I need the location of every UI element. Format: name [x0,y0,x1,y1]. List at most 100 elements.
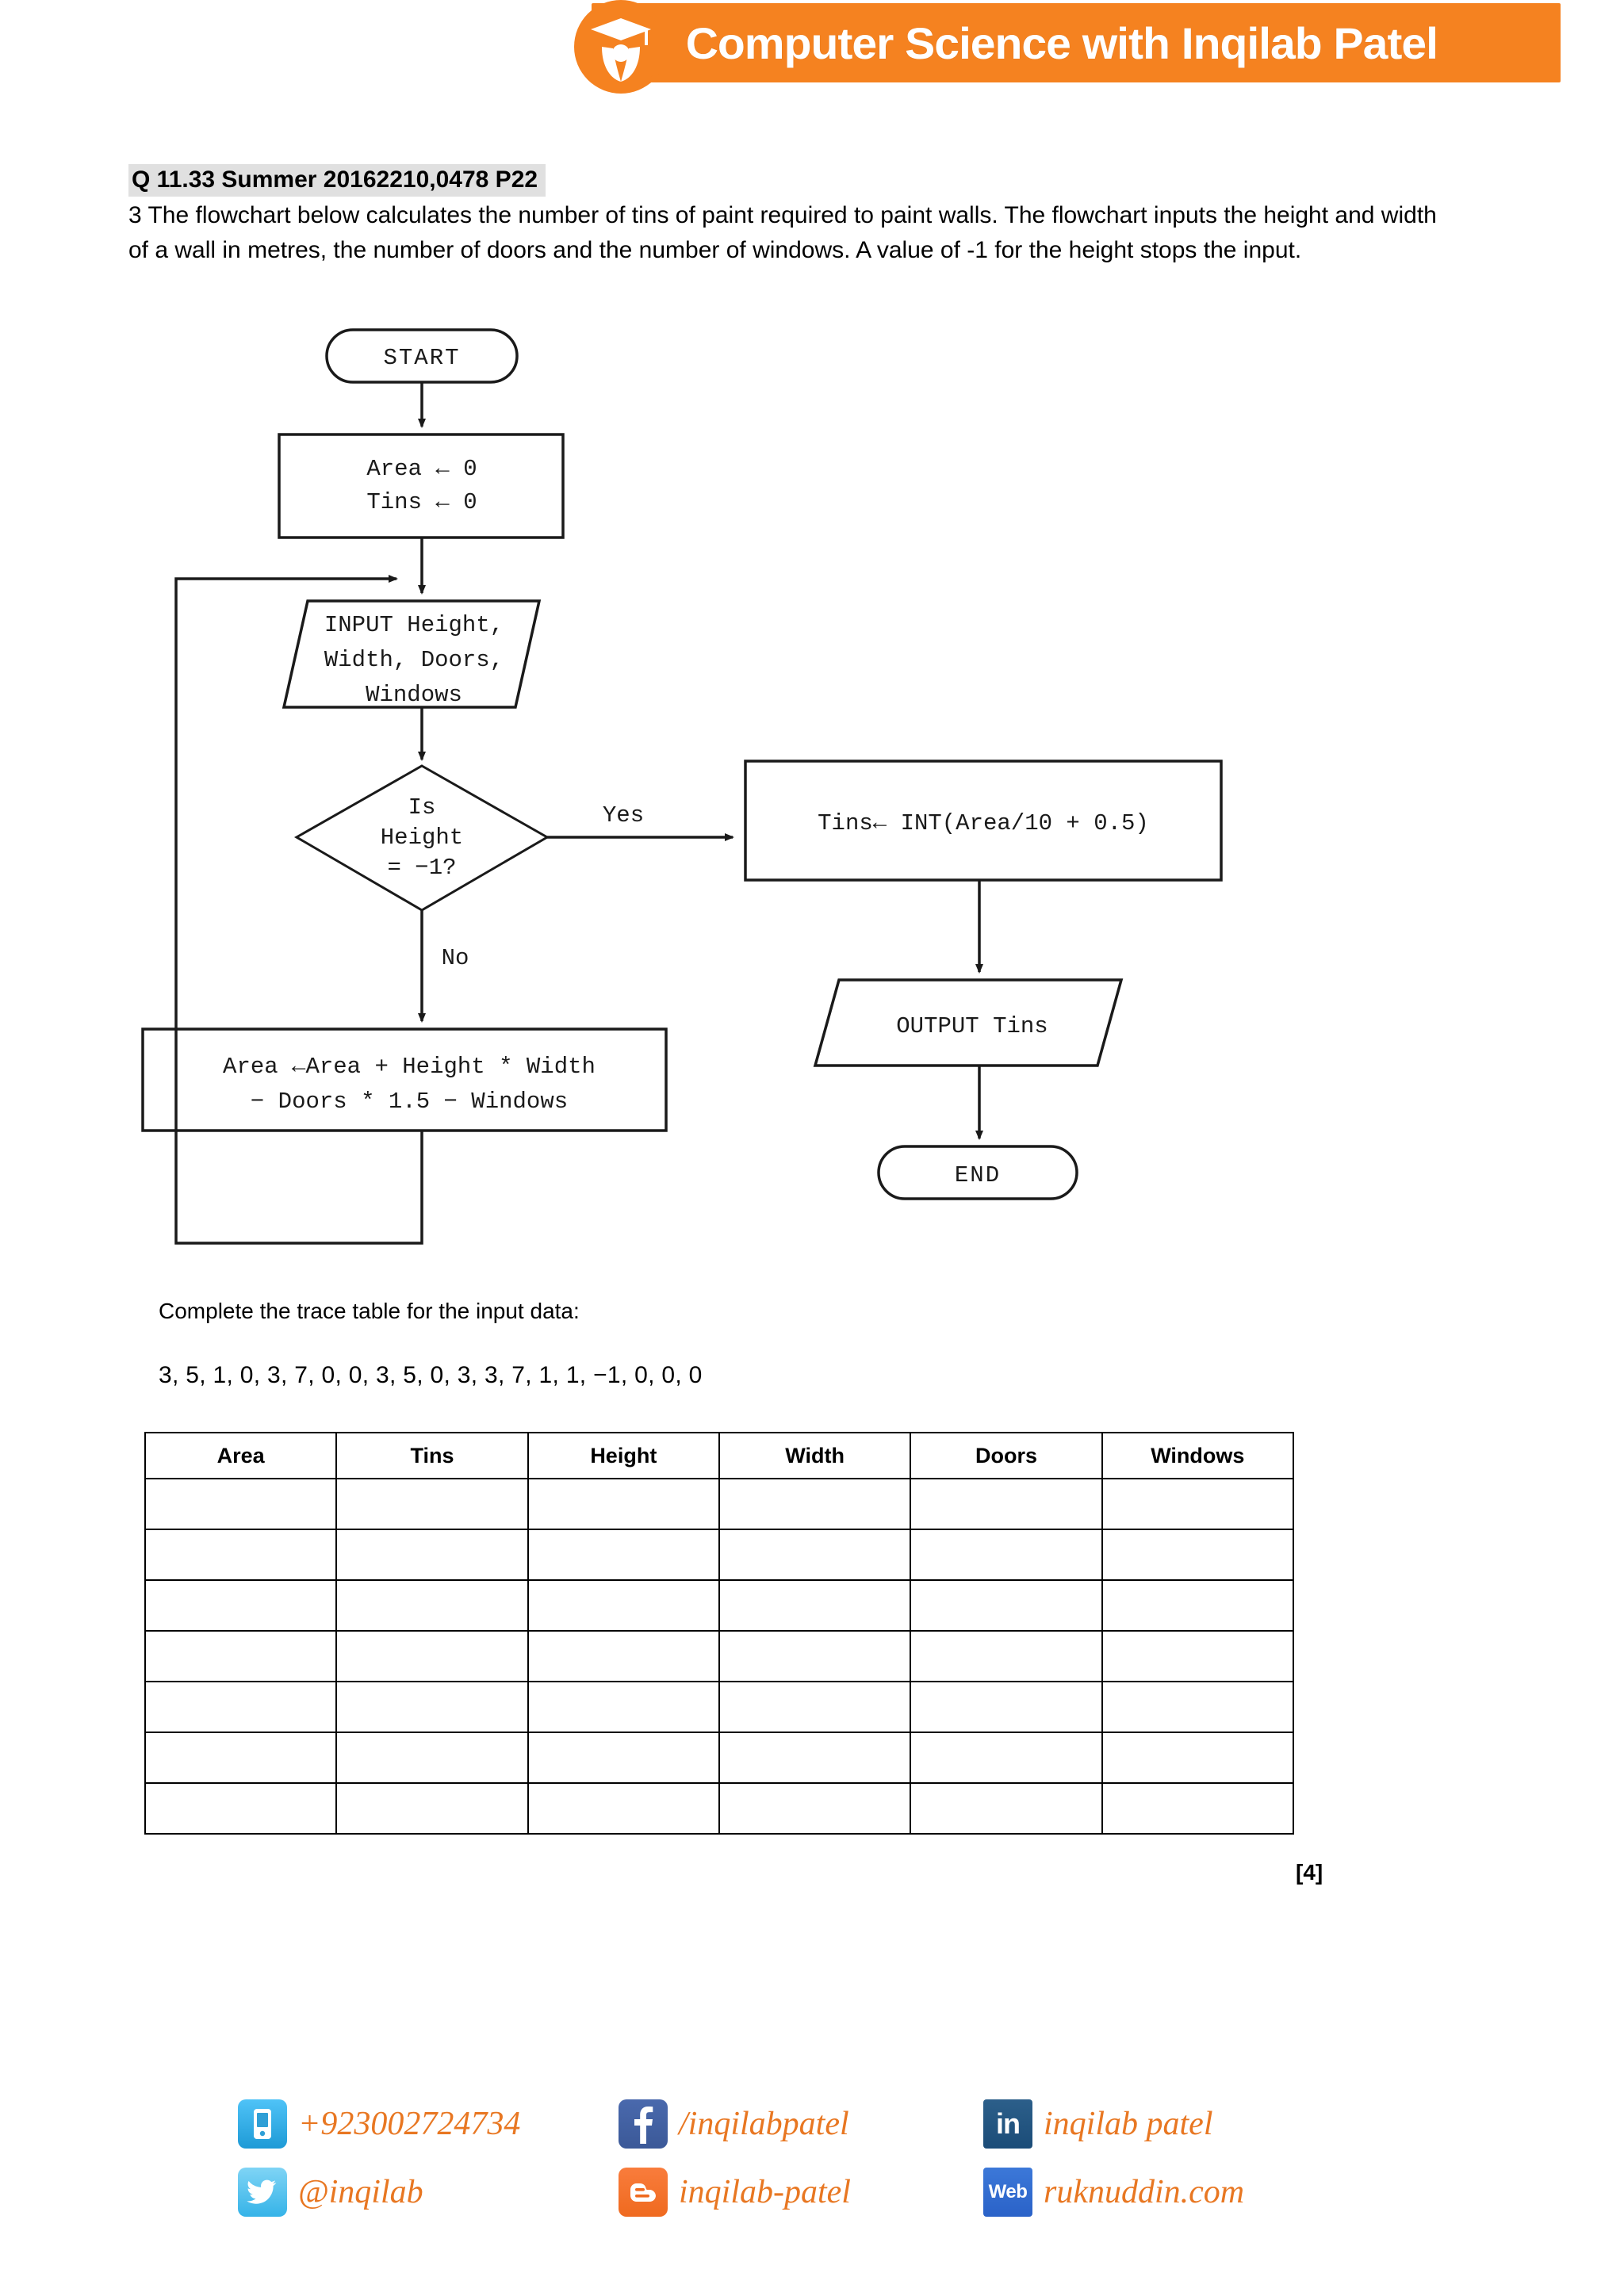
trace-cell[interactable] [527,1529,720,1581]
site-title: Computer Science with Inqilab Patel [685,17,1438,68]
trace-cell[interactable] [144,1630,338,1682]
trace-cell[interactable] [144,1579,338,1632]
trace-col-area: Area [144,1432,338,1479]
trace-cell[interactable] [718,1732,912,1784]
phone-icon [238,2099,287,2149]
trace-cell[interactable] [910,1579,1103,1632]
trace-cell[interactable] [335,1579,529,1632]
website-glyph: Web [988,2181,1028,2202]
table-row [144,1529,1295,1581]
trace-cell[interactable] [718,1579,912,1632]
trace-cell[interactable] [1101,1529,1295,1581]
trace-cell[interactable] [527,1782,720,1835]
flow-input-line3: Windows [366,682,462,708]
trace-table: Area Tins Height Width Doors Windows [144,1432,1295,1835]
trace-cell[interactable] [144,1529,338,1581]
footer-item-blogger[interactable]: inqilab-patel [619,2158,851,2226]
footer-item-twitter[interactable]: @inqilab [238,2158,520,2226]
trace-cell[interactable] [718,1782,912,1835]
linkedin-icon: in [983,2099,1032,2149]
trace-cell[interactable] [335,1529,529,1581]
trace-cell[interactable] [910,1681,1103,1733]
question-body: 3 The flowchart below calculates the num… [128,202,1437,263]
trace-cell[interactable] [144,1782,338,1835]
flow-label-no: No [442,945,469,971]
footer-column-phone: +923002724734 @inqilab [238,2090,520,2226]
flow-start-label: START [383,345,460,371]
table-row [144,1579,1295,1632]
trace-cell[interactable] [527,1681,720,1733]
website-icon: Web [983,2168,1032,2217]
trace-cell[interactable] [527,1732,720,1784]
footer-item-facebook[interactable]: /inqilabpatel [619,2090,851,2158]
trace-cell[interactable] [718,1478,912,1530]
table-row [144,1782,1295,1835]
trace-cell[interactable] [910,1529,1103,1581]
trace-cell[interactable] [1101,1681,1295,1733]
trace-cell[interactable] [1101,1782,1295,1835]
trace-cell[interactable] [1101,1732,1295,1784]
flow-init-line2: Tins ← 0 [366,489,477,515]
site-header-banner: Computer Science with Inqilab Patel [574,0,1561,94]
flow-end-label: END [955,1162,1001,1188]
question-title: Q 11.33 Summer 20162210,0478 P22 [128,164,546,197]
table-row [144,1732,1295,1784]
footer-website-label: ruknuddin.com [1044,2174,1245,2210]
footer-twitter-label: @inqilab [298,2174,423,2210]
trace-col-width: Width [718,1432,912,1479]
flow-decision-line3: = −1? [387,855,456,881]
trace-input-data: 3, 5, 1, 0, 3, 7, 0, 0, 3, 5, 0, 3, 3, 7… [159,1362,703,1388]
trace-col-height: Height [527,1432,720,1479]
trace-cell[interactable] [335,1732,529,1784]
trace-cell[interactable] [527,1579,720,1632]
trace-cell[interactable] [144,1732,338,1784]
footer-item-linkedin[interactable]: in inqilab patel [983,2090,1244,2158]
trace-cell[interactable] [527,1478,720,1530]
trace-cell[interactable] [335,1681,529,1733]
flow-label-yes: Yes [603,802,644,828]
trace-table-header-row: Area Tins Height Width Doors Windows [144,1432,1295,1479]
trace-cell[interactable] [335,1630,529,1682]
trace-col-windows: Windows [1101,1432,1295,1479]
trace-cell[interactable] [335,1478,529,1530]
trace-cell[interactable] [718,1630,912,1682]
footer-linkedin-label: inqilab patel [1044,2106,1213,2142]
trace-cell[interactable] [718,1529,912,1581]
flow-input-line1: INPUT Height, [324,612,504,638]
footer-blogger-label: inqilab-patel [679,2174,851,2210]
trace-instruction: Complete the trace table for the input d… [159,1299,580,1323]
trace-cell[interactable] [910,1478,1103,1530]
footer-column-social: /inqilabpatel inqilab-patel [619,2090,851,2226]
trace-cell[interactable] [718,1681,912,1733]
flow-area-calc-line2: − Doors * 1.5 − Windows [251,1089,568,1115]
footer-column-web: in inqilab patel Web ruknuddin.com [983,2090,1244,2226]
trace-col-doors: Doors [910,1432,1103,1479]
trace-col-tins: Tins [335,1432,529,1479]
trace-cell[interactable] [144,1478,338,1530]
linkedin-glyph: in [996,2107,1021,2140]
trace-cell[interactable] [144,1681,338,1733]
contact-footer: +923002724734 @inqilab /inqilabpatel [238,2090,1507,2248]
trace-cell[interactable] [910,1782,1103,1835]
trace-cell[interactable] [910,1732,1103,1784]
trace-cell[interactable] [1101,1630,1295,1682]
graduation-cap-logo [574,0,668,94]
trace-cell[interactable] [910,1630,1103,1682]
trace-cell[interactable] [1101,1478,1295,1530]
table-row [144,1630,1295,1682]
footer-phone-label: +923002724734 [298,2106,521,2142]
footer-item-phone[interactable]: +923002724734 [238,2090,520,2158]
trace-cell[interactable] [335,1782,529,1835]
flow-decision-line1: Is [408,794,436,821]
trace-table-body [144,1478,1295,1835]
table-row [144,1681,1295,1733]
footer-item-website[interactable]: Web ruknuddin.com [983,2158,1244,2226]
flow-tins-calc: Tins← INT(Area/10 + 0.5) [818,810,1149,836]
twitter-icon [238,2168,287,2217]
facebook-icon [619,2099,668,2149]
trace-cell[interactable] [1101,1579,1295,1632]
flow-area-calc-line1: Area ←Area + Height * Width [223,1054,596,1080]
flow-input-line2: Width, Doors, [324,647,504,673]
footer-facebook-label: /inqilabpatel [679,2106,849,2142]
trace-cell[interactable] [527,1630,720,1682]
